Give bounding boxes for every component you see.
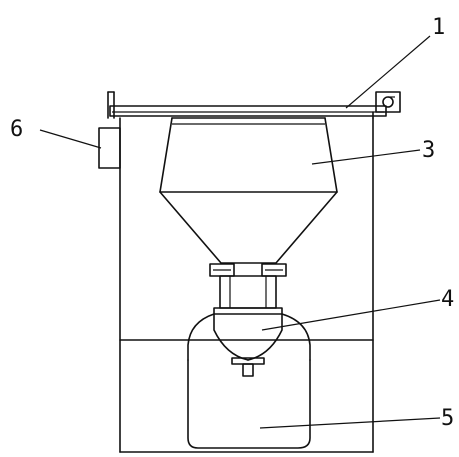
hopper-funnel [159,117,338,264]
leader-lines [39,35,441,429]
receptacle-neck [187,313,311,377]
cabinet-frame [119,117,374,453]
callout-label-1: 1 [432,15,445,40]
container-body [187,359,311,449]
hinge [372,91,401,119]
callout-label-3: 3 [422,138,435,163]
callout-label-6: 6 [10,117,23,142]
side-latch [98,127,121,169]
connector-collar [209,263,287,315]
callout-label-5: 5 [441,406,454,431]
lid-plate [107,91,387,119]
callout-label-4: 4 [441,287,454,312]
